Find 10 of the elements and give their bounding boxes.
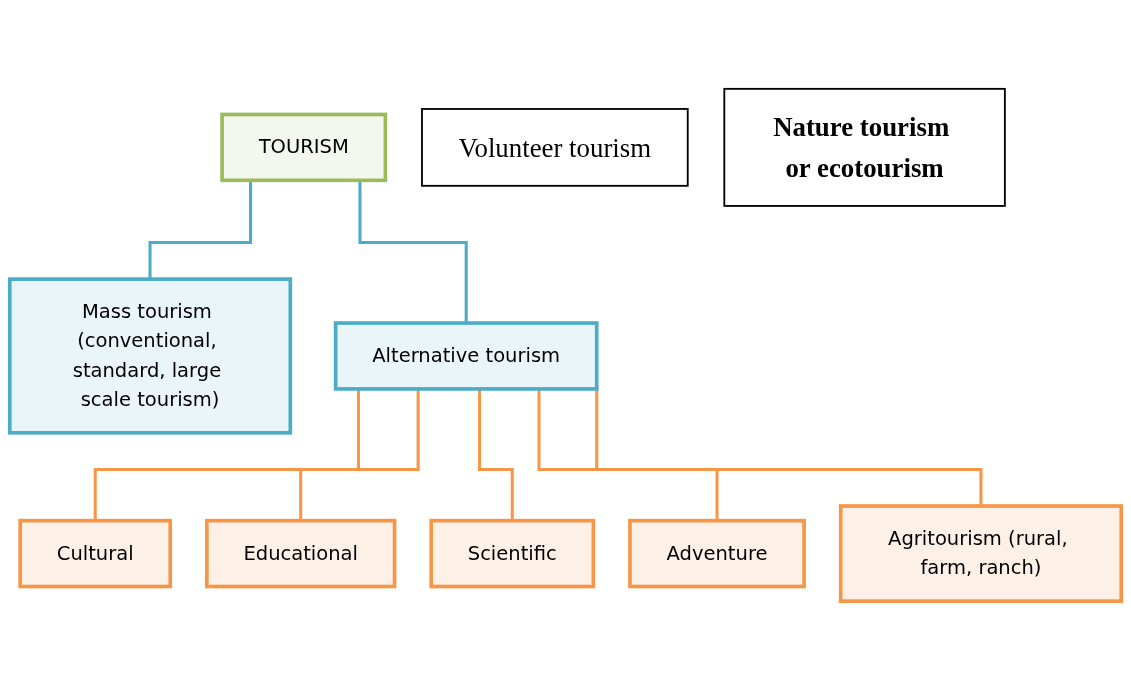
node-box: TOURISM — [220, 112, 388, 183]
node-box: Scientific — [429, 518, 596, 589]
node-box: Cultural — [18, 518, 173, 589]
node-box: Adventure — [628, 518, 806, 589]
node-box: Volunteer tourism — [421, 108, 689, 187]
node-box: Agritourism (rural, farm, ranch) — [838, 504, 1124, 603]
node-box: Alternative tourism — [333, 321, 599, 391]
node-box: Mass tourism (conventional, standard, large scale tourism) — [7, 277, 293, 435]
node-box: Educational — [205, 518, 397, 589]
node-box: Nature tourism or ecotourism — [723, 87, 1006, 207]
